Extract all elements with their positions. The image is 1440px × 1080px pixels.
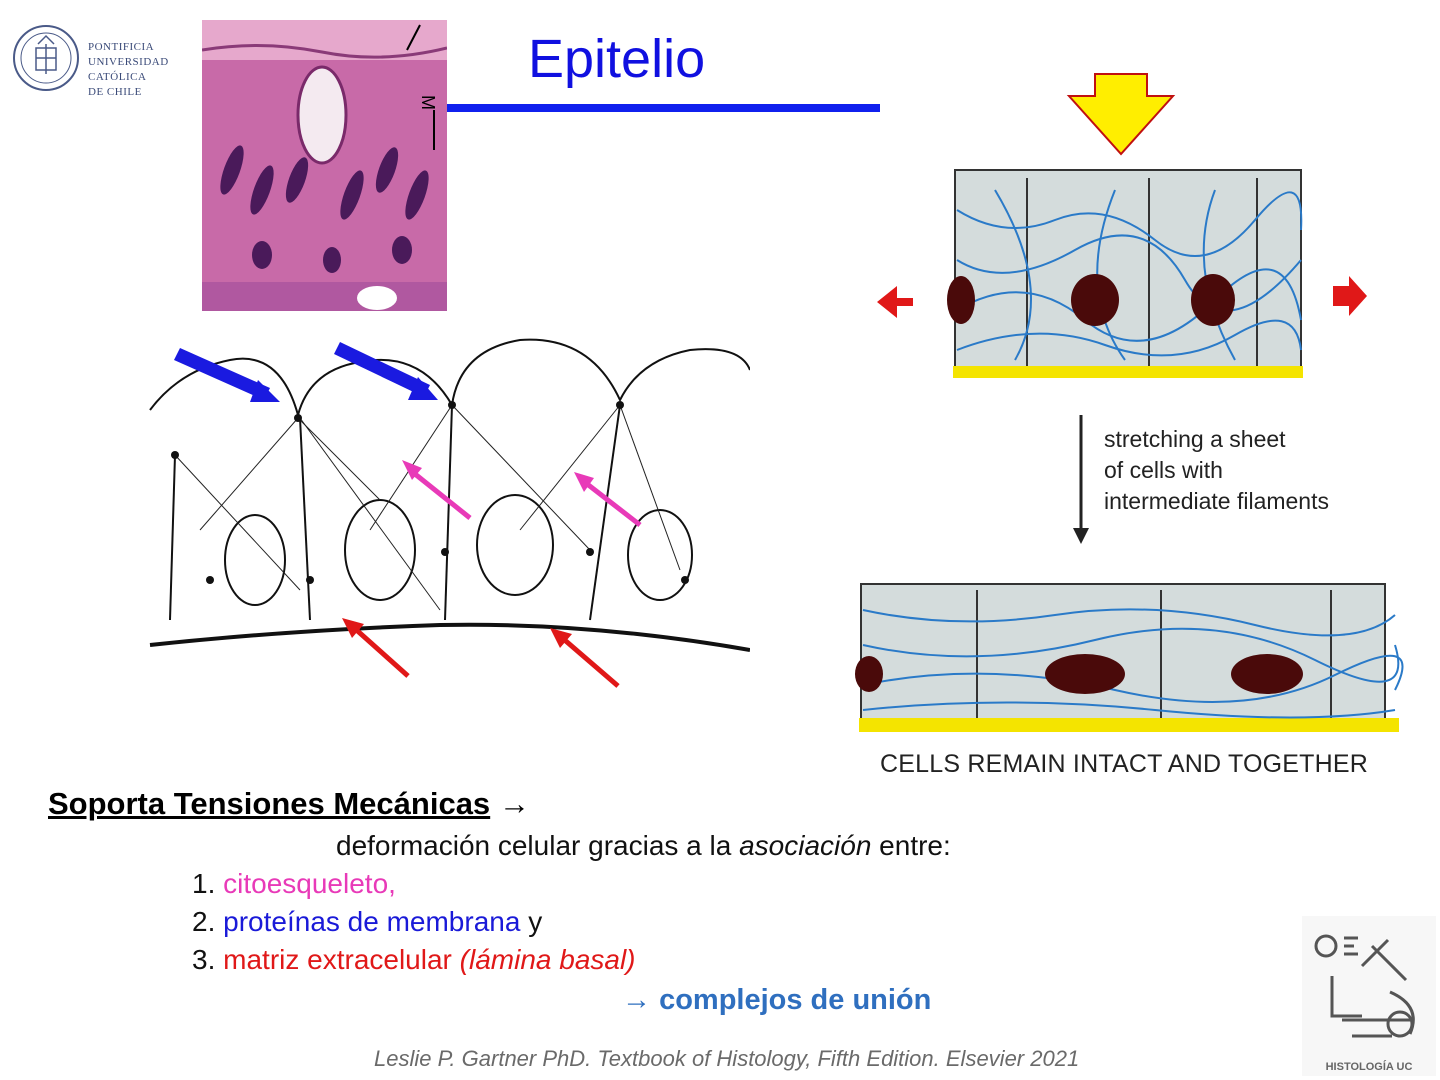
histologia-uc-logo: HISTOLOGÍA UC [1302,916,1436,1076]
list-item: 3. matriz extracelular (lámina basal) [192,944,636,976]
intermediate-filament-diagram [855,73,1404,732]
citation: Leslie P. Gartner PhD. Textbook of Histo… [374,1046,1080,1071]
conclusion-text: complejos de unión [659,984,932,1016]
university-name: PONTIFICIA UNIVERSIDAD CATÓLICA DE CHILE [88,40,169,100]
logo-line: UNIVERSIDAD [88,56,169,68]
list-number: 3. [192,944,224,975]
logo-line: CATÓLICA [88,71,147,83]
epithelium-drawing [149,338,750,688]
list-number: 2. [192,906,224,937]
heading-arrow: → [498,786,530,821]
list-italic: (lámina basal) [459,944,636,975]
list-item: 1. citoesqueleto, [192,868,396,900]
intro-before: deformación celular gracias a la [336,830,740,861]
caption-line: intermediate filaments [1104,488,1329,514]
histology-micrograph: M [202,20,447,311]
heading-text: Soporta Tensiones Mecánicas [48,786,491,821]
intro-italic: asociación [739,830,872,861]
intro-line: deformación celular gracias a la asociac… [336,830,951,862]
list-text: matriz extracelular [223,944,460,975]
list-suffix: y [520,906,543,937]
logo-line: PONTIFICIA [88,41,155,53]
list-number: 1. [192,868,224,899]
intro-after: entre: [871,830,951,861]
histologia-label: HISTOLOGÍA UC [1326,1060,1413,1073]
micrograph-label: M [418,95,438,110]
title-underline [446,104,880,112]
conclusion-arrow: → [622,984,651,1016]
intact-caption: CELLS REMAIN INTACT AND TOGETHER [880,750,1368,778]
caption-line: of cells with [1104,457,1223,483]
list-text: proteínas de membrana [223,906,521,937]
stretching-caption: stretching a sheet of cells with interme… [1104,424,1329,517]
section-heading: Soporta Tensiones Mecánicas → [48,786,530,822]
university-logo [13,25,79,91]
conclusion: → complejos de unión [622,984,931,1017]
list-item: 2. proteínas de membrana y [192,906,542,938]
slide-title: Epitelio [528,29,706,89]
list-text: citoesqueleto, [223,868,396,899]
logo-line: DE CHILE [88,86,142,98]
caption-line: stretching a sheet [1104,426,1286,452]
